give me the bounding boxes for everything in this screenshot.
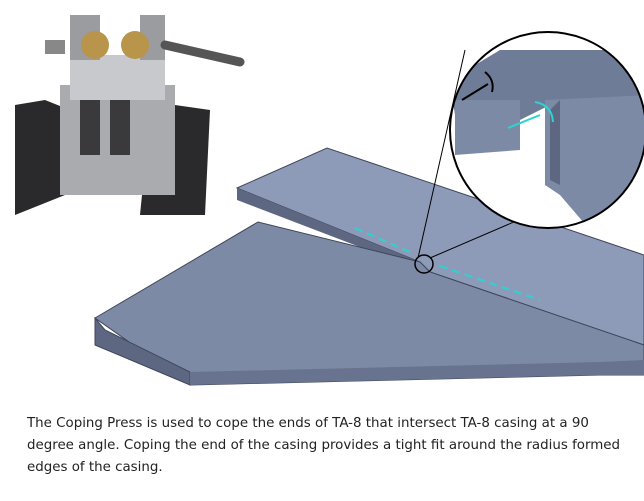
detail-magnifier bbox=[449, 31, 644, 229]
detail-marker bbox=[414, 254, 434, 274]
coping-press-illustration bbox=[15, 15, 644, 386]
cyan-arrow-left bbox=[354, 227, 411, 253]
casing-drawing bbox=[94, 49, 644, 386]
cyan-arrow-right bbox=[439, 265, 541, 301]
description-text: The Coping Press is used to cope the end… bbox=[27, 416, 621, 475]
coping-press-photo bbox=[15, 15, 245, 215]
